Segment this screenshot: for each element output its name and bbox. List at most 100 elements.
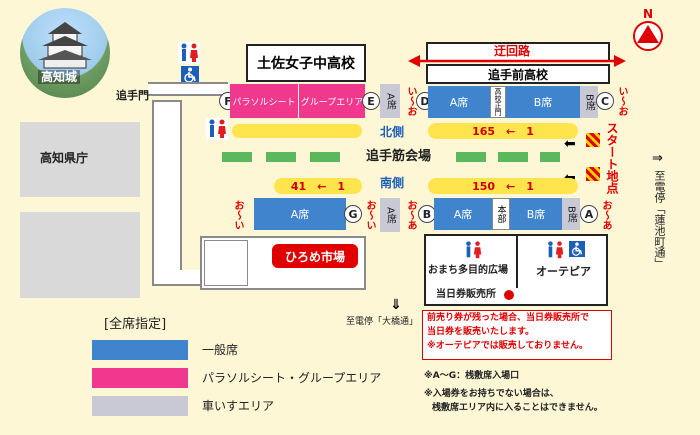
median-1 (222, 152, 252, 162)
detour-arrow (408, 55, 626, 67)
entrance-C[interactable]: C (596, 92, 614, 110)
north-side-label: 北側 (380, 125, 405, 139)
wheelchair-area-north-a[interactable]: A席 (380, 84, 400, 118)
legend-parasol-label: パラソルシート・グループエリア (202, 371, 382, 385)
entrance-A[interactable]: A (580, 205, 598, 223)
parasol-seat-label: パラソルシート (232, 97, 296, 108)
tram-south-label: 至電停「大橋通」 (346, 317, 419, 327)
start-arrow-north: ⬅ (564, 136, 576, 152)
wheelchair-a-label: A席 (384, 92, 396, 110)
restroom-icon-otepia (545, 240, 565, 260)
number-bar-north-left (232, 124, 362, 138)
gate-label: 追手門 (116, 89, 149, 102)
group-area-label: グループエリア (300, 97, 364, 108)
road-gate (148, 82, 228, 96)
school-east: 追手前高校 (426, 64, 610, 84)
legend-general-label: 一般席 (202, 343, 239, 357)
number-bar-north-right: 165 ← 1 (428, 123, 578, 139)
castle-icon (38, 22, 92, 69)
median-2 (266, 152, 296, 162)
seat-a-label: A席 (449, 96, 469, 109)
notice-line-1: 前売り券が残った場合、当日券販売所で (427, 313, 590, 323)
entrance-G[interactable]: G (344, 205, 362, 223)
school-north: 土佐女子中高校 (246, 44, 366, 82)
block-market-inner (204, 240, 248, 286)
start-flag-icon-north (586, 133, 600, 147)
notice-box (422, 310, 612, 360)
school-gate: 高校正門 (490, 86, 506, 118)
wheelchair-icon-otepia (569, 241, 585, 257)
entrance-E[interactable]: E (362, 92, 380, 110)
otepia-label: オーテピア (536, 265, 591, 278)
divider-omachi-otepia (516, 234, 518, 288)
general-seat-south-a-west[interactable]: A席 (254, 198, 346, 230)
median-4 (456, 152, 486, 162)
compass-icon (632, 20, 664, 52)
school-north-label: 土佐女子中高校 (257, 56, 355, 72)
general-seat-north-a[interactable]: A席 (428, 86, 490, 118)
block-left-lower (20, 212, 140, 298)
same-day-sales-marker (504, 290, 514, 300)
notice-line-2: 当日券を販売いたします。 (427, 327, 535, 337)
wheelchair-b-south-label: B席 (565, 205, 577, 223)
seat-range-i-o-north: い～お (405, 86, 416, 116)
prefectural-office-label: 高知県庁 (40, 151, 89, 165)
wheelchair-area-south-b[interactable]: B席 (562, 198, 580, 230)
market-label: ひろめ市場 (284, 249, 345, 264)
start-point-label: スタート地点 (605, 122, 619, 194)
legend-wheelchair-label: 車いすエリア (202, 399, 275, 413)
wheelchair-a-south-label: A席 (384, 206, 396, 224)
school-east-label: 追手前高校 (487, 67, 548, 82)
wheelchair-area-north-b[interactable]: B席 (580, 86, 598, 118)
seat-range-o-i-mid: お～い (364, 200, 375, 230)
legend-title: [全席指定] (104, 317, 167, 332)
tram-south-arrow: ⇓ (390, 297, 402, 313)
tram-east-arrow: ⇒ (652, 151, 663, 166)
south-side-label: 南側 (380, 176, 405, 190)
restroom-icon-omachi (463, 240, 483, 260)
wheelchair-b-label: B席 (583, 93, 595, 111)
notice-line-3: ※オーテピアでは販売しておりません。 (427, 341, 588, 351)
number-bar-south-left: 41 ← 1 (274, 178, 362, 194)
road-vertical (152, 100, 182, 286)
general-seat-south-b[interactable]: B席 (510, 198, 562, 230)
headquarters: 本部 (492, 198, 510, 230)
number-bar-south-right-text: 150 ← 1 (472, 180, 534, 193)
venue-label: 追手筋会場 (366, 149, 432, 164)
market-label-box[interactable]: ひろめ市場 (272, 244, 358, 268)
start-flag-icon-south (586, 167, 600, 181)
omachi-label: おまち多目的広場 (428, 265, 508, 276)
median-5 (498, 152, 528, 162)
castle-photo (20, 8, 110, 98)
seat-a-label-south-west: A席 (290, 208, 310, 221)
same-day-sales-label: 当日券販売所 (436, 289, 496, 300)
legend-swatch-parasol (92, 368, 188, 388)
seat-range-o-a-mid: お～あ (405, 200, 416, 230)
seat-a-label-south-east: A席 (453, 208, 473, 221)
tram-east-label: 至電停「蓮池町通」 (653, 170, 666, 269)
seat-range-i-o-east: い～お (616, 86, 627, 116)
ticket-note-2: 桟敷席エリア内に入ることはできません。 (432, 403, 603, 413)
general-seat-south-a-east[interactable]: A席 (434, 198, 492, 230)
median-6 (540, 152, 560, 162)
entrance-note: ※A～G：桟敷席入場口 (424, 371, 520, 381)
general-seat-north-b[interactable]: B席 (506, 86, 580, 118)
wheelchair-area-south-a[interactable]: A席 (380, 198, 400, 232)
number-bar-south-right: 150 ← 1 (428, 178, 578, 194)
prefectural-office-block (20, 122, 140, 197)
seat-b-label-south: B席 (526, 208, 546, 221)
legend-swatch-general (92, 340, 188, 360)
seat-b-label: B席 (533, 96, 553, 109)
number-bar-south-left-text: 41 ← 1 (290, 180, 346, 193)
seat-range-o-i-west: お～い (232, 200, 243, 230)
group-area-north[interactable]: グループエリア (299, 84, 365, 118)
castle-label: 高知城 (38, 70, 81, 84)
school-gate-label: 高校正門 (494, 88, 502, 116)
legend-swatch-wheelchair (92, 396, 188, 416)
median-3 (310, 152, 340, 162)
number-bar-north-right-text: 165 ← 1 (472, 125, 534, 138)
restroom-icon-north (206, 118, 228, 140)
parasol-seat-north[interactable]: パラソルシート (230, 84, 298, 118)
compass-north-label: N (643, 7, 654, 21)
